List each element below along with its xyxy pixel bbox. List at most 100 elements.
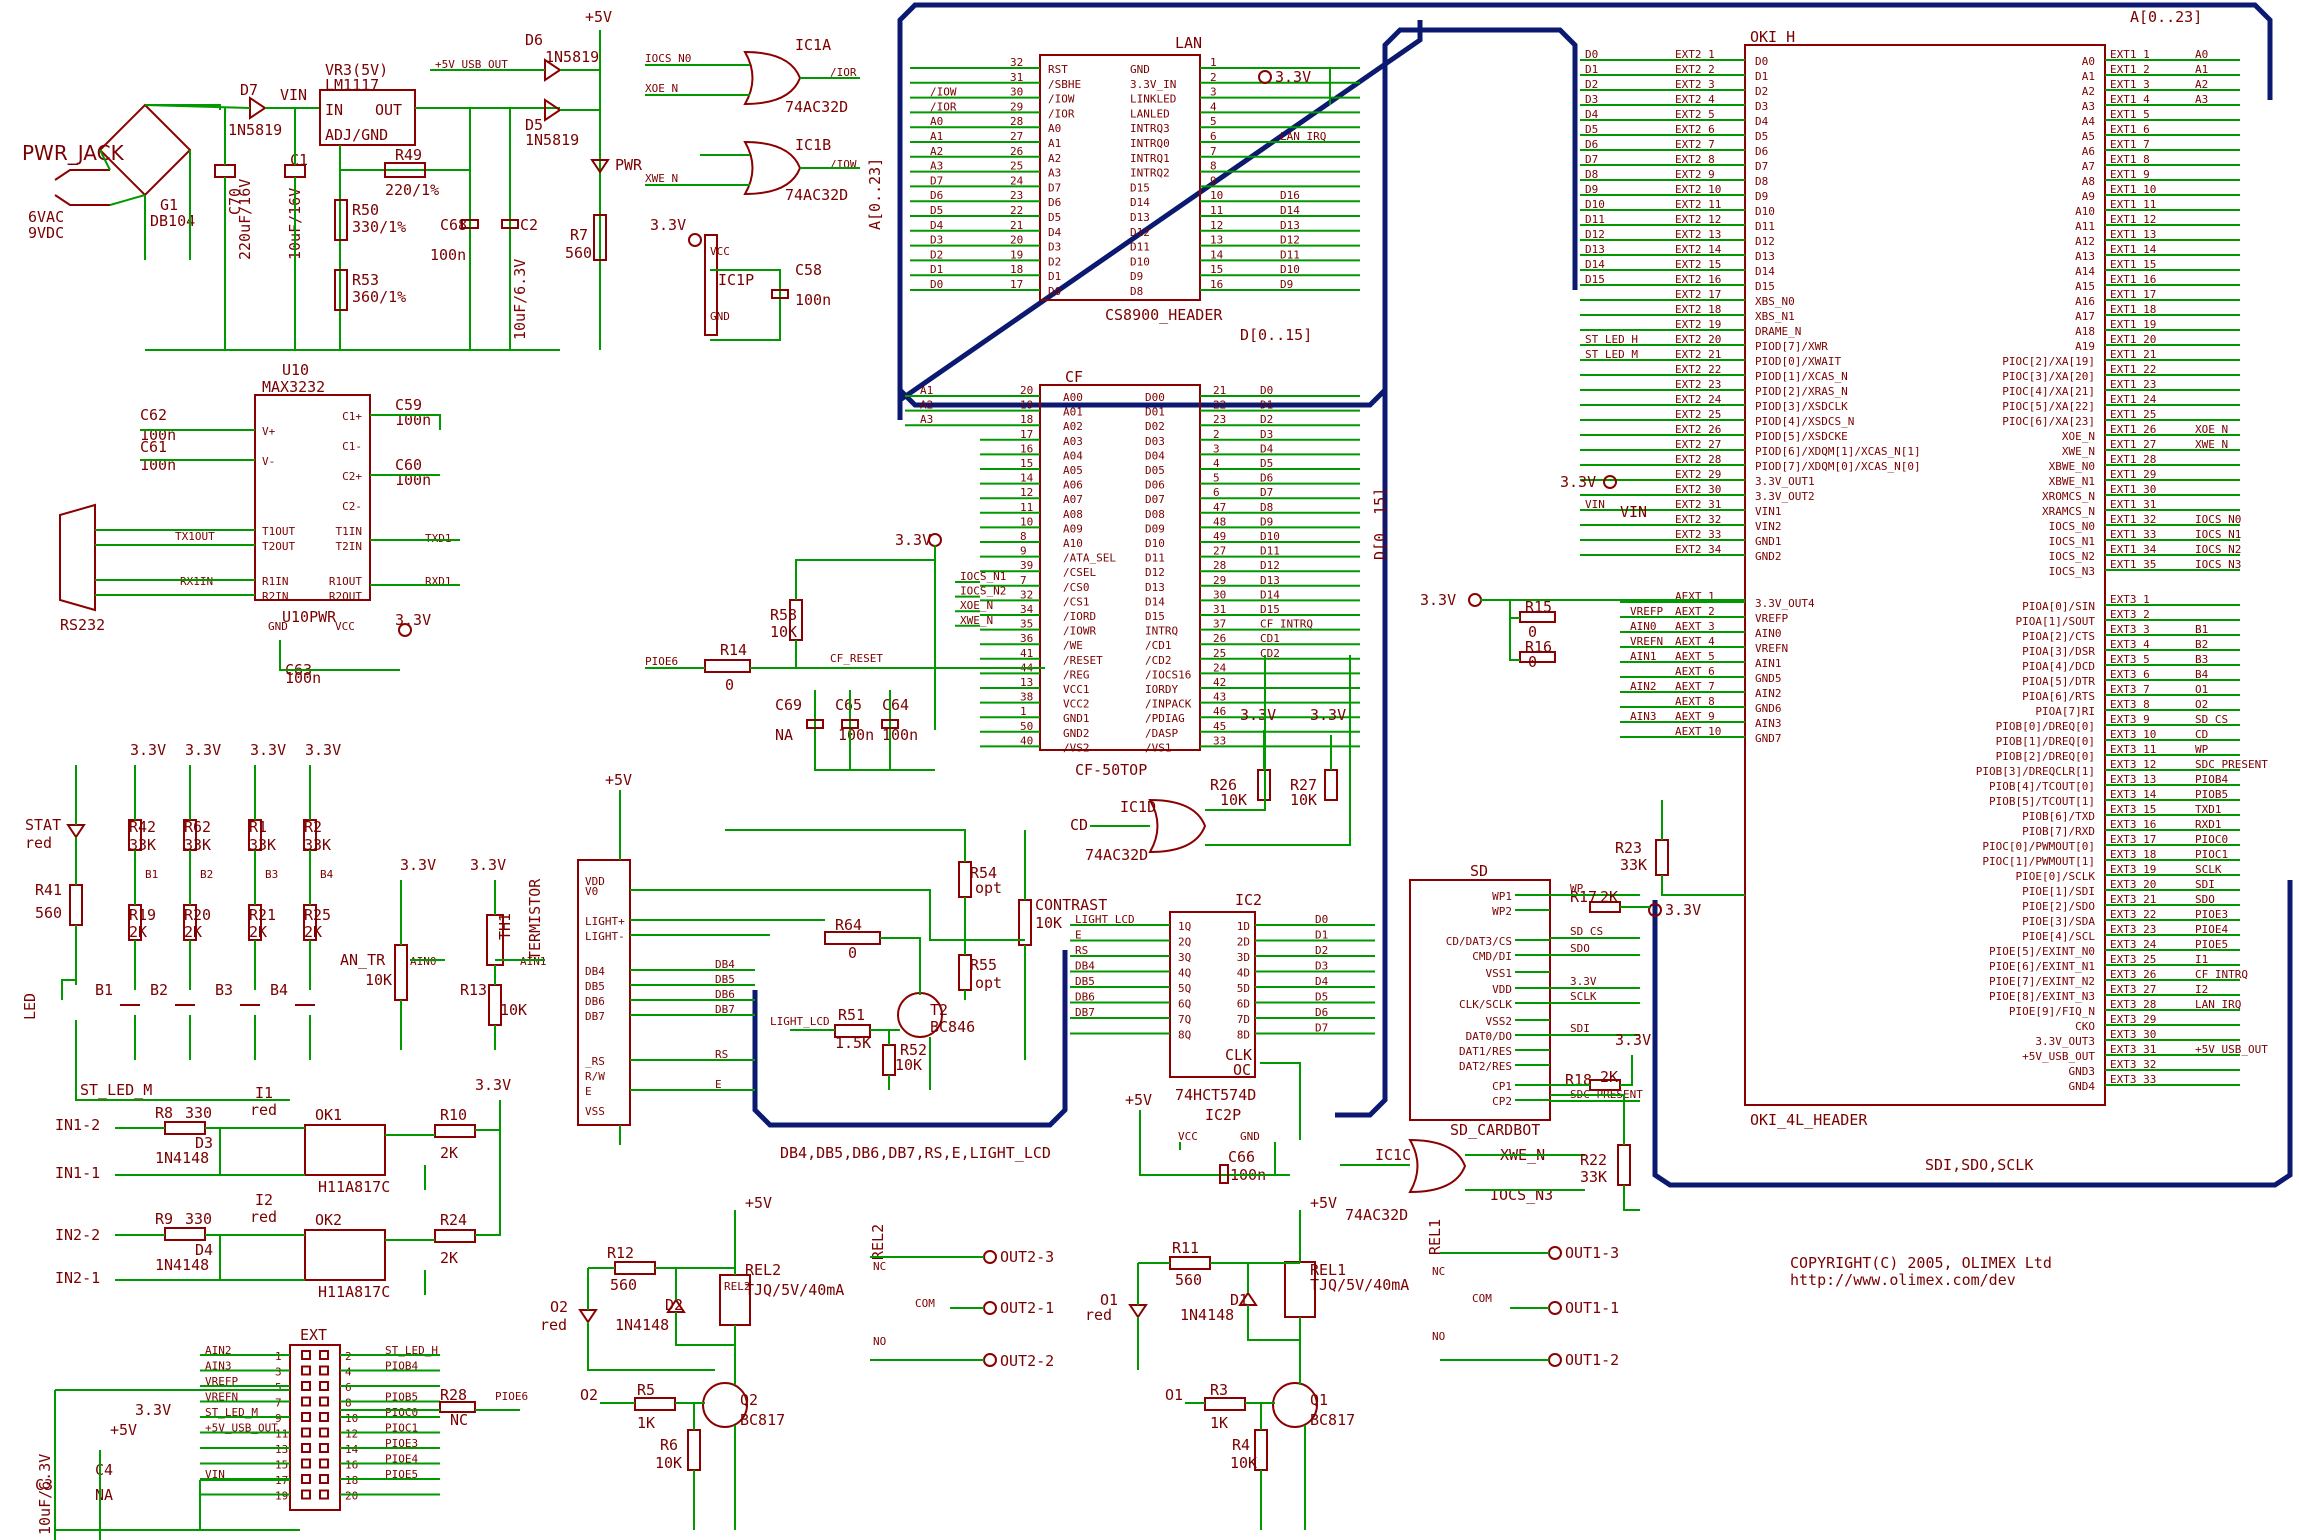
net-label: A3 xyxy=(2195,93,2208,106)
net-label: 3.3V xyxy=(1570,975,1597,988)
pin-label: WP2 xyxy=(1492,905,1512,918)
svg-text:REL2: REL2 xyxy=(869,1224,887,1260)
ext3-pin-number: EXT3 25 xyxy=(2110,953,2156,966)
svg-text:R12: R12 xyxy=(607,1244,634,1262)
net-label: DB5 xyxy=(1075,975,1095,988)
net-label: D5 xyxy=(930,204,943,217)
pin-label: GND4 xyxy=(2069,1080,2096,1093)
ext1-pin-number: EXT1 21 xyxy=(2110,348,2156,361)
svg-text:3.3V: 3.3V xyxy=(470,856,506,874)
pin-number: 18 xyxy=(345,1474,358,1487)
net-label: D5 xyxy=(1585,123,1598,136)
svg-text:IOCS_N3: IOCS_N3 xyxy=(1490,1186,1553,1204)
svg-text:C59: C59 xyxy=(395,396,422,414)
aext-pin-number: AEXT 4 xyxy=(1675,635,1715,648)
ext3-pin-number: EXT3 5 xyxy=(2110,653,2150,666)
svg-text:C64: C64 xyxy=(882,696,909,714)
pin-label: VDD xyxy=(585,875,605,888)
vcc-label: 3.3V xyxy=(130,741,166,759)
pin-label: D05 xyxy=(1145,464,1165,477)
net-label: PIOE5 xyxy=(385,1468,418,1481)
pin-label: AIN3 xyxy=(1755,717,1782,730)
svg-text:R27: R27 xyxy=(1290,776,1317,794)
net-label: D6 xyxy=(1315,1006,1328,1019)
pin-label: AIN1 xyxy=(1755,657,1782,670)
net-label: XWE_N xyxy=(2195,438,2228,451)
pin-number: 19 xyxy=(1020,399,1033,412)
pin-number: 8 xyxy=(1210,160,1217,173)
pin-label: DB5 xyxy=(585,980,605,993)
svg-text:10K: 10K xyxy=(1035,914,1062,932)
net-label: D7 xyxy=(1260,486,1273,499)
svg-text:NO: NO xyxy=(873,1335,886,1348)
svg-text:G1: G1 xyxy=(160,196,178,214)
ext3-pin-number: EXT3 13 xyxy=(2110,773,2156,786)
net-label: A1 xyxy=(920,384,933,397)
svg-text:PWR: PWR xyxy=(615,156,643,174)
pin-number: 10 xyxy=(1210,189,1223,202)
aext-pin-number: AEXT 9 xyxy=(1675,710,1715,723)
pin-label: D3 xyxy=(1048,241,1061,254)
net-label: D12 xyxy=(1585,228,1605,241)
pin-number: 37 xyxy=(1213,618,1226,631)
pin-label: D9 xyxy=(1755,190,1768,203)
aext-pin-number: AEXT 6 xyxy=(1675,665,1715,678)
pin-label: XOE_N xyxy=(2062,430,2095,443)
net-label: VREFP xyxy=(1630,605,1663,618)
net-label: A2 xyxy=(2195,78,2208,91)
ext1-pin-number: EXT1 20 xyxy=(2110,333,2156,346)
pin-number: 23 xyxy=(1213,413,1226,426)
svg-text:2K: 2K xyxy=(1600,1068,1618,1086)
net-label: DB5 xyxy=(715,973,735,986)
pin-number: 18 xyxy=(1020,413,1033,426)
pin-label: D04 xyxy=(1145,449,1165,462)
pin-label: /CD1 xyxy=(1145,639,1172,652)
pin-label: A17 xyxy=(2075,310,2095,323)
ext1-pin-number: EXT1 17 xyxy=(2110,288,2156,301)
net-label: LAN_IRQ xyxy=(1280,130,1326,143)
pin-number: 34 xyxy=(1020,603,1034,616)
ext2-pin-number: EXT2 11 xyxy=(1675,198,1721,211)
pin-label: PIOE[2]/SDO xyxy=(2022,900,2095,913)
pin-label: /SBHE xyxy=(1048,78,1081,91)
c2-cap xyxy=(501,219,519,229)
pin-label: 1Q xyxy=(1178,920,1191,933)
svg-text:R16: R16 xyxy=(1525,638,1552,656)
net-label: AIN2 xyxy=(205,1344,232,1357)
net-label: VREFP xyxy=(205,1375,238,1388)
net-label: D10 xyxy=(1280,263,1300,276)
net-label: RXD1 xyxy=(2195,818,2222,831)
ext3-pin-number: EXT3 9 xyxy=(2110,713,2150,726)
pin-number: 50 xyxy=(1020,720,1033,733)
svg-text:100n: 100n xyxy=(395,471,431,489)
svg-text:red: red xyxy=(250,1208,277,1226)
pin-label: A3 xyxy=(1048,167,1061,180)
svg-text:R26: R26 xyxy=(1210,776,1237,794)
pin-label: PIOB[0]/DREQ[0] xyxy=(1996,720,2095,733)
pin-label: T2OUT xyxy=(262,540,295,553)
svg-text:+5V_USB_OUT: +5V_USB_OUT xyxy=(435,58,508,71)
pin-label: VREFN xyxy=(1755,642,1788,655)
svg-text:R54: R54 xyxy=(970,864,997,882)
pin-label: D8 xyxy=(1130,285,1143,298)
net-label: DB6 xyxy=(715,988,735,1001)
svg-text:XWE_N: XWE_N xyxy=(645,172,678,185)
pin-label: /VS2 xyxy=(1063,741,1090,754)
pin-number: 7 xyxy=(275,1397,282,1410)
pin-label: A06 xyxy=(1063,479,1083,492)
svg-text:red: red xyxy=(250,1101,277,1119)
pin-label: 3.3V_OUT1 xyxy=(1755,475,1815,488)
svg-text:NA: NA xyxy=(95,1486,113,1504)
pin-label: A18 xyxy=(2075,325,2095,338)
svg-text:/IOW: /IOW xyxy=(830,158,857,171)
ext2-pin-number: EXT2 30 xyxy=(1675,483,1721,496)
pin-label: 7Q xyxy=(1178,1013,1191,1026)
svg-text:C61: C61 xyxy=(140,438,167,456)
ext2-pin-number: EXT2 23 xyxy=(1675,378,1721,391)
pin-label: A9 xyxy=(2082,190,2095,203)
ext3-pin-number: EXT3 23 xyxy=(2110,923,2156,936)
pin-label: D10 xyxy=(1130,255,1150,268)
svg-text:560: 560 xyxy=(565,244,592,262)
pin-label: A07 xyxy=(1063,493,1083,506)
svg-text:COM: COM xyxy=(1472,1292,1492,1305)
